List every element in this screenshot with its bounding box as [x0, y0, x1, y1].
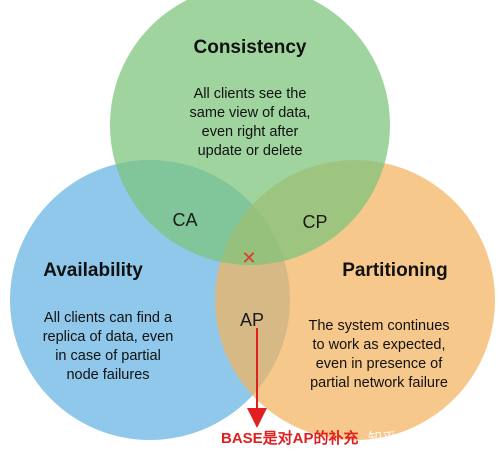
ca-region-label: CA	[172, 210, 197, 230]
availability-desc-line-4: node failures	[66, 367, 149, 383]
availability-desc-line-1: All clients can find a	[44, 310, 173, 326]
consistency-desc-line-4: update or delete	[198, 143, 303, 159]
consistency-circle	[110, 0, 390, 265]
availability-desc-line-2: replica of data, even	[43, 329, 174, 345]
consistency-desc-line-1: All clients see the	[194, 86, 307, 102]
availability-desc-line-3: in case of partial	[55, 348, 161, 364]
ap-region-label: AP	[240, 310, 264, 330]
availability-title: Availability	[43, 260, 143, 281]
consistency-title: Consistency	[194, 37, 307, 58]
consistency-desc-line-3: even right after	[202, 124, 299, 140]
partitioning-desc-line-4: partial network failure	[310, 375, 448, 391]
partitioning-desc-line-2: to work as expected,	[313, 337, 446, 353]
partitioning-desc-line-3: even in presence of	[316, 356, 444, 372]
partitioning-title: Partitioning	[342, 260, 448, 281]
cp-region-label: CP	[302, 212, 327, 232]
consistency-desc-line-2: same view of data,	[190, 105, 311, 121]
watermark-text: 知乎 @开源字节	[368, 430, 470, 446]
base-annotation-text: BASE是对AP的补充	[221, 429, 359, 447]
partitioning-desc-line-1: The system continues	[308, 318, 449, 334]
center-cross-mark: ✕	[241, 248, 256, 268]
